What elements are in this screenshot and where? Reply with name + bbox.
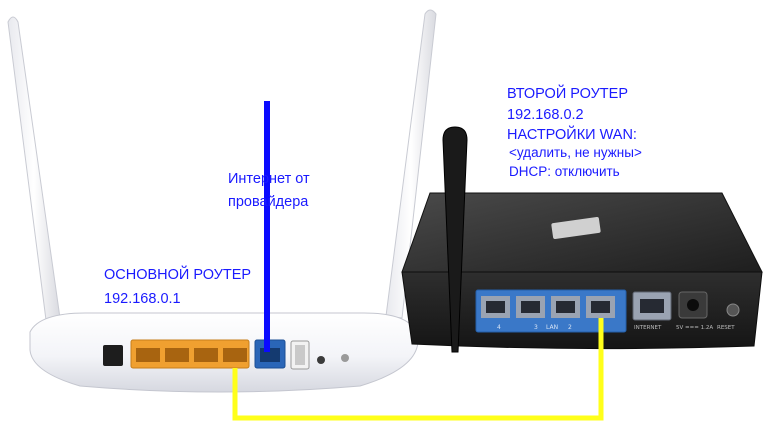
second-router-title: ВТОРОЙ РОУТЕР [507,86,628,102]
internet-label-line2: провайдера [228,194,309,210]
dhcp-note: DHCP: отключить [509,164,620,179]
lan-port-number-3: 3 [534,324,538,331]
second-router-ip: 192.168.0.2 [507,107,584,123]
main-router-left-antenna [7,16,61,321]
internet-port-label: INTERNET [634,325,662,331]
main-router-power-socket [103,345,123,366]
second-router-brand-badge [551,216,601,240]
lan-port-number-4: 4 [497,324,501,331]
second-router: 4 3 LAN 2 INTERNET 5V === 1.2A RESET [401,126,763,353]
main-router-button [317,356,325,364]
main-router-lan-port-panel [130,339,250,369]
internet-label-line1: Интернет от [228,171,310,187]
power-label: 5V === 1.2A [676,325,713,331]
lan-port-number-2: 2 [568,324,572,331]
main-router [7,9,437,393]
reset-label: RESET [717,325,735,331]
main-router-reset-hole [341,354,349,362]
main-router-lan-ports [136,348,247,362]
second-router-reset-button [726,303,740,317]
main-router-ip: 192.168.0.1 [104,291,181,307]
second-router-antenna [442,126,468,353]
main-router-title: ОСНОВНОЙ РОУТЕР [104,267,252,283]
lan-port-label: LAN [546,324,558,331]
second-router-lan-ports [481,296,615,318]
router-link-cable [232,318,604,421]
wan-note: <удалить, не нужны> [509,145,642,160]
wan-settings-label: НАСТРОЙКИ WAN: [507,127,637,143]
